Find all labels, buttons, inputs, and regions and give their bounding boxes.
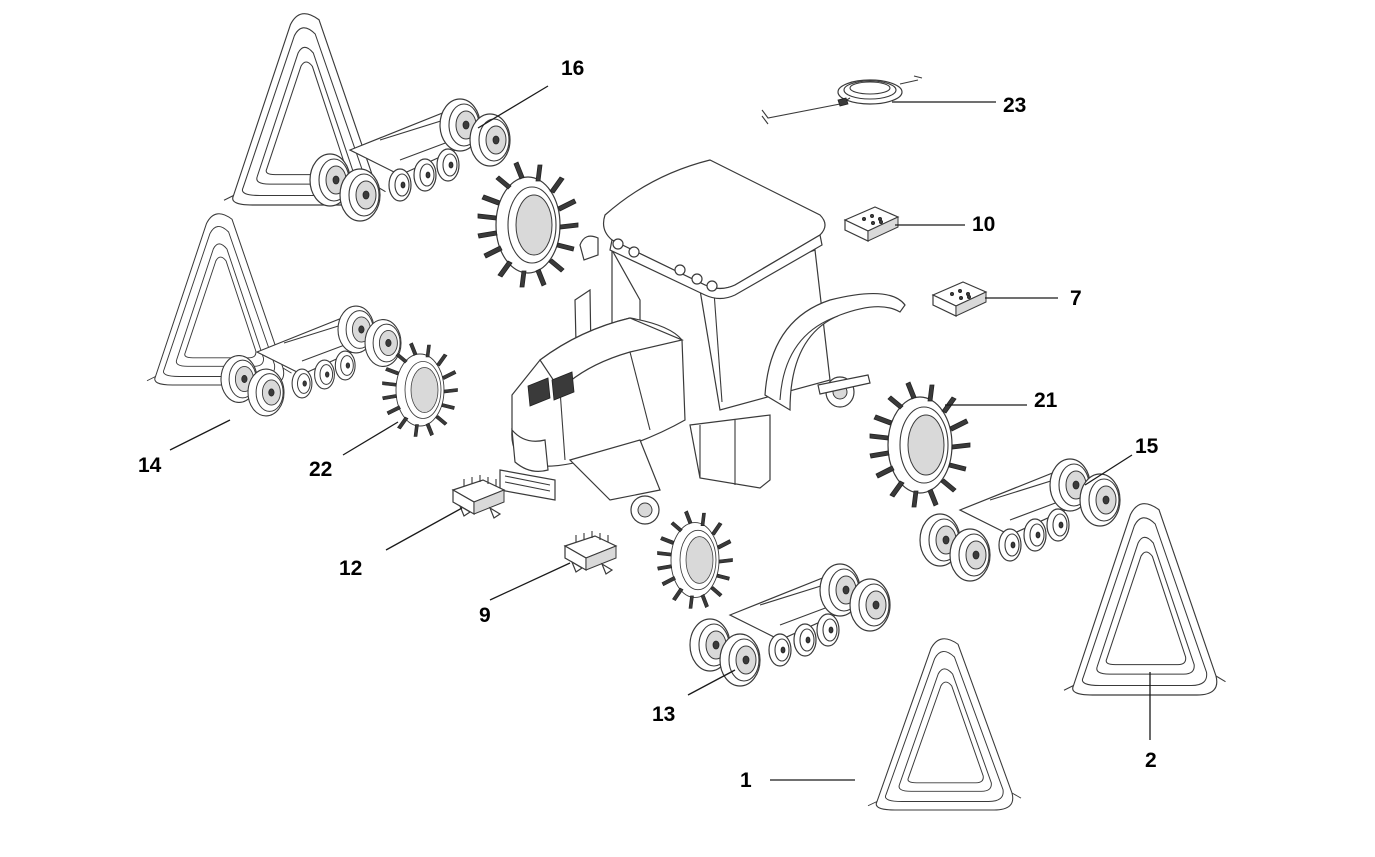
sensor-block-12	[452, 474, 505, 519]
callout-22: 22	[309, 458, 333, 481]
callout-1: 1	[740, 769, 752, 792]
spike-ring-bottom	[657, 510, 733, 609]
callout-7: 7	[1070, 287, 1082, 310]
tractor-body	[499, 159, 906, 525]
cable-assembly	[761, 75, 923, 125]
callout-13: 13	[652, 703, 676, 726]
sensor-block-9	[564, 530, 617, 575]
callout-2: 2	[1145, 749, 1157, 772]
track-belt-left	[146, 213, 293, 386]
track-belt-right	[1063, 503, 1227, 696]
bogie-right	[920, 459, 1120, 581]
spike-ring-top	[477, 161, 579, 288]
callout-16: 16	[561, 57, 585, 80]
control-unit-7	[932, 281, 987, 317]
callout-14: 14	[138, 454, 162, 477]
leader-lines	[169, 85, 1151, 781]
track-belt-bottom	[867, 638, 1022, 811]
callout-15: 15	[1135, 435, 1159, 458]
callout-9: 9	[479, 604, 491, 627]
callout-23: 23	[1003, 94, 1027, 117]
spike-ring-right	[869, 381, 971, 508]
callout-21: 21	[1034, 389, 1058, 412]
bogie-bottom	[690, 564, 890, 686]
control-unit-10	[844, 206, 899, 242]
callout-10: 10	[972, 213, 996, 236]
callout-12: 12	[339, 557, 363, 580]
